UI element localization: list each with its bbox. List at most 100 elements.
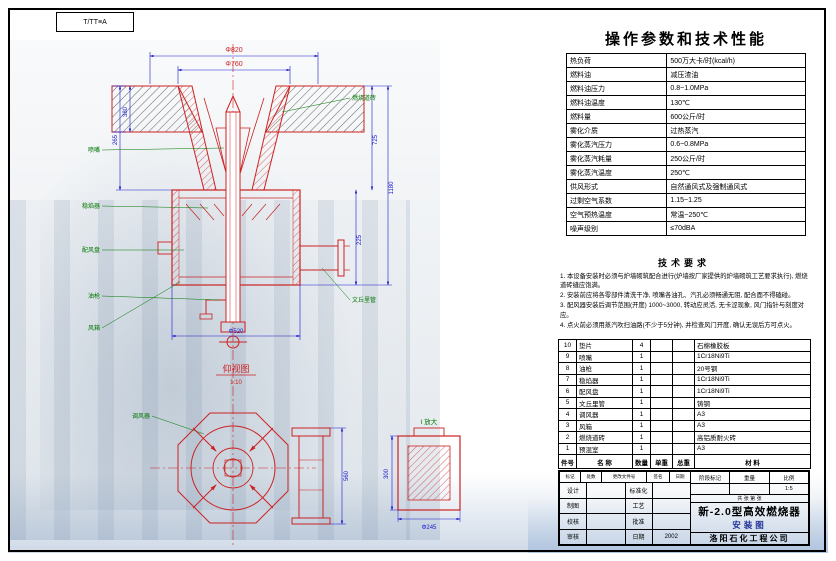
gun-coupling xyxy=(220,321,246,333)
gun-circle xyxy=(223,458,243,478)
dim-side-height: 560 xyxy=(344,470,350,481)
bom-total-weight xyxy=(672,419,695,432)
sheet-count-row: 共 张 第 张 xyxy=(691,495,808,504)
bom-material: 高铝质耐火砖 xyxy=(694,431,811,444)
weld-legend-label: T/TT≡A xyxy=(83,18,107,26)
atomizer-tip xyxy=(225,94,241,113)
param-value: 250℃ xyxy=(666,165,806,180)
callout-oil-gun: 油枪 xyxy=(88,292,100,300)
param-value: 0.6~0.8MPa xyxy=(666,137,806,152)
param-label: 供风形式 xyxy=(565,179,668,194)
bom-no: 10 xyxy=(558,339,577,352)
title-block-right: 阶段标记 重量 比例 1:5 共 张 第 张 新-2.0型高效燃烧器 安装图 洛… xyxy=(691,472,808,544)
table-row: 噪声级别≤70dBA xyxy=(565,221,806,236)
bom-unit-weight xyxy=(650,431,673,444)
weight-value-cell xyxy=(730,484,770,494)
callout-nozzle: 喷嘴 xyxy=(88,146,100,154)
note-item: 1. 本设备安装时必须与炉墙砌筑配合进行(炉墙按厂家提供的炉墙砌筑工艺要求执行)… xyxy=(560,273,808,290)
bom-name: 油枪 xyxy=(576,362,633,375)
bom-unit-weight xyxy=(650,419,673,432)
note-item: 4. 点火前必须用蒸汽吹扫油路(不少于5分钟), 并检查风门开度, 确认无误后方… xyxy=(560,321,796,329)
bom-qty: 1 xyxy=(632,442,651,455)
bom-name: 燃烧道砖 xyxy=(576,431,633,444)
label-standard: 标准化 xyxy=(626,483,653,498)
bom-qty: 1 xyxy=(632,419,651,432)
param-label: 燃料量 xyxy=(565,109,668,124)
notes-title: 技术要求 xyxy=(657,258,710,268)
air-duct-flange xyxy=(337,239,345,277)
oil-gun-barrel xyxy=(225,111,241,323)
burner-tile-right xyxy=(251,85,291,191)
label-design: 设计 xyxy=(560,483,587,498)
bom-unit-weight xyxy=(650,385,673,398)
bottom-plan-view xyxy=(177,412,289,524)
callout-air-plate: 配风盘 xyxy=(82,246,100,254)
bom-header-unit-weight: 单重 xyxy=(650,454,673,469)
param-label: 空气预热温度 xyxy=(565,207,668,222)
param-value: ≤70dBA xyxy=(666,221,806,236)
bom-no: 5 xyxy=(558,396,577,409)
bom-no: 2 xyxy=(558,431,577,444)
stage-value-cell xyxy=(691,484,731,494)
dimension-lines xyxy=(112,52,392,340)
flow-arrow-se xyxy=(249,484,274,509)
center-square xyxy=(224,459,242,477)
drawing-title: 新-2.0型高效燃烧器 xyxy=(698,506,801,519)
bom-name: 喷嘴 xyxy=(576,350,633,363)
note-item: 3. 配风器安装后调节范围(开度) 1000~3000, 转动应灵活, 无卡涩现… xyxy=(560,302,805,319)
company-name: 洛阳石化工程公司 xyxy=(709,534,790,543)
design-signature-cell xyxy=(587,483,626,498)
param-label: 燃料油温度 xyxy=(565,95,668,110)
signature-row: 制图 工艺 xyxy=(560,498,690,514)
bom-unit-weight xyxy=(650,339,673,352)
param-label: 雾化介质 xyxy=(565,123,668,138)
bom-total-weight xyxy=(672,396,695,409)
signature-row: 审核 日期 2002 xyxy=(560,529,690,544)
bom-no: 9 xyxy=(558,350,577,363)
bom-name: 配风盘 xyxy=(576,385,633,398)
label-mark: 标记 xyxy=(560,472,581,482)
bom-total-weight xyxy=(672,431,695,444)
param-label: 燃料油 xyxy=(565,67,668,82)
callout-windbox: 风箱 xyxy=(88,324,100,332)
bom-qty: 1 xyxy=(632,350,651,363)
dim-right-1: 1180 xyxy=(389,181,395,195)
approve-signature-cell xyxy=(653,514,691,529)
bom-total-weight xyxy=(672,385,695,398)
label-weight: 重量 xyxy=(730,472,770,484)
drawing-title-cell: 新-2.0型高效燃烧器 安装图 xyxy=(691,503,808,533)
label-sign: 签名 xyxy=(647,472,670,482)
title-block-signature-grid: 标记 处数 更改文件号 签名 日期 设计 标准化 制图 工艺 校核 批准 xyxy=(560,472,691,544)
bom-no: 8 xyxy=(558,362,577,375)
dim-detail-height: 300 xyxy=(384,468,390,479)
dim-right-3: 225 xyxy=(357,234,363,245)
bom-unit-weight xyxy=(650,442,673,455)
oil-inlet-pipe xyxy=(205,299,226,314)
param-label: 雾化蒸汽温度 xyxy=(565,165,668,180)
signature-row: 校核 批准 xyxy=(560,514,690,530)
dim-top-outer: Φ820 xyxy=(225,47,242,54)
bom-name: 预混室 xyxy=(576,442,633,455)
parameter-title: 操作参数和技术性能 xyxy=(604,32,767,48)
date-value-cell: 2002 xyxy=(664,533,678,540)
bom-material: 1Cr18Ni9Ti xyxy=(694,350,811,363)
revision-header-row: 标记 处数 更改文件号 签名 日期 xyxy=(560,472,690,483)
callout-damper: 调风器 xyxy=(132,412,150,420)
label-scale: 比例 xyxy=(783,475,795,482)
bom-unit-weight xyxy=(650,362,673,375)
bom-unit-weight xyxy=(650,350,673,363)
bom-total-weight xyxy=(672,373,695,386)
note-item: 2. 安装前应将各零部件清洗干净, 喷嘴各油孔、汽孔必须畅通无阻, 配合面不得磕… xyxy=(560,292,795,300)
dim-left-2: 265 xyxy=(113,134,119,145)
param-label: 过剩空气系数 xyxy=(565,193,668,208)
